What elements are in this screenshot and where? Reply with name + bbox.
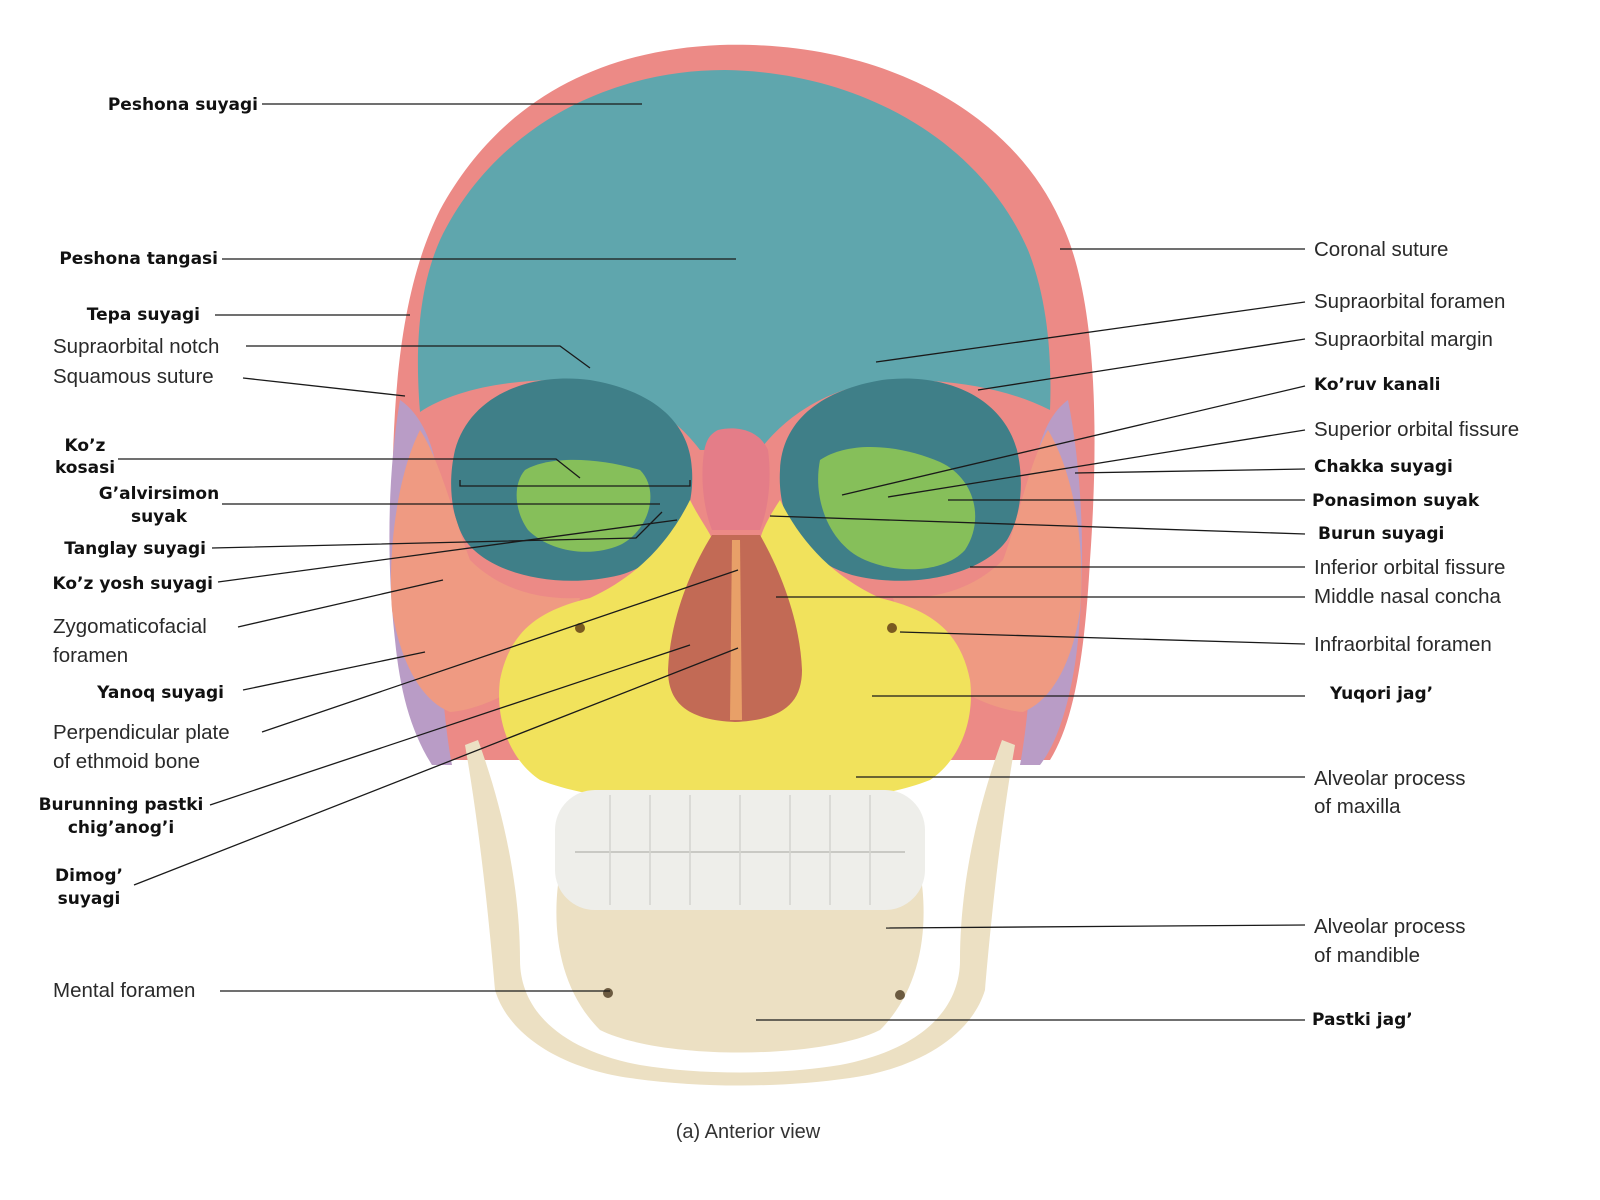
label-alveolar-maxilla-line2: of maxilla (1314, 795, 1401, 818)
label-coronal-suture: Coronal suture (1314, 238, 1448, 261)
label-inferior-orbital-fissure: Inferior orbital fissure (1314, 556, 1505, 579)
label-squamous-suture: Squamous suture (53, 365, 214, 388)
label-dimog-line2: suyagi (58, 889, 121, 909)
label-zygomaticofacial-line1: Zygomaticofacial (53, 615, 207, 638)
label-alveolar-mandible-line1: Alveolar process (1314, 915, 1466, 938)
right-labels: Coronal suture Supraorbital foramen Supr… (1312, 238, 1519, 1030)
skull-illustration (389, 44, 1095, 1086)
label-burunning-line1: Burunning pastki (39, 795, 204, 815)
figure-caption: (a) Anterior view (676, 1121, 821, 1143)
frontal-bone-shape (417, 70, 1051, 450)
label-alveolar-mandible-line2: of mandible (1314, 944, 1420, 967)
label-koz-kosasi-line1: Ko’z (65, 436, 106, 456)
mental-foramen-right-shape (895, 990, 905, 1000)
label-pastki-jag: Pastki jag’ (1312, 1010, 1413, 1030)
label-superior-orbital-fissure: Superior orbital fissure (1314, 418, 1519, 441)
left-labels: Peshona suyagi Peshona tangasi Tepa suya… (39, 95, 258, 1002)
label-yuqori-jag: Yuqori jag’ (1329, 684, 1433, 704)
label-chakka-suyagi: Chakka suyagi (1314, 457, 1453, 477)
label-peshona-tangasi: Peshona tangasi (59, 249, 218, 269)
sphenoid-left-shape (516, 459, 651, 552)
label-ponasimon-suyak: Ponasimon suyak (1312, 491, 1480, 511)
label-yanoq-suyagi: Yanoq suyagi (96, 683, 224, 703)
label-middle-nasal-concha: Middle nasal concha (1314, 585, 1501, 608)
leader-lines (118, 103, 1306, 1021)
label-mental-foramen: Mental foramen (53, 979, 195, 1002)
label-koz-yosh-suyagi: Ko’z yosh suyagi (53, 574, 214, 594)
sphenoid-right-shape (818, 447, 976, 570)
label-galvirsimon-line2: suyak (131, 507, 188, 527)
mandible-front-shape (556, 870, 924, 1053)
label-dimog-line1: Dimog’ (55, 866, 123, 886)
label-supraorbital-foramen: Supraorbital foramen (1314, 290, 1505, 313)
teeth-group (555, 790, 925, 910)
label-tepa-suyagi: Tepa suyagi (87, 305, 200, 325)
label-perpendicular-line2: of ethmoid bone (53, 750, 200, 773)
label-burun-suyagi: Burun suyagi (1318, 524, 1444, 544)
label-peshona-suyagi: Peshona suyagi (108, 95, 258, 115)
label-supraorbital-margin: Supraorbital margin (1314, 328, 1493, 351)
nasal-bone-shape (702, 428, 770, 530)
mental-foramen-left-shape (603, 988, 613, 998)
label-perpendicular-line1: Perpendicular plate (53, 721, 230, 744)
label-alveolar-maxilla-line1: Alveolar process (1314, 767, 1466, 790)
label-supraorbital-notch: Supraorbital notch (53, 335, 219, 358)
label-koz-kosasi-line2: kosasi (55, 458, 115, 478)
infraorbital-foramen-right-shape (887, 623, 897, 633)
label-burunning-line2: chig’anog’i (68, 818, 174, 838)
infraorbital-foramen-left-shape (575, 623, 585, 633)
label-infraorbital-foramen: Infraorbital foramen (1314, 633, 1492, 656)
label-tanglay-suyagi: Tanglay suyagi (64, 539, 206, 559)
nasal-septum-shape (730, 540, 742, 720)
label-galvirsimon-line1: G’alvirsimon (99, 484, 219, 504)
label-koruv-kanali: Ko’ruv kanali (1314, 375, 1441, 395)
label-zygomaticofacial-line2: foramen (53, 644, 128, 667)
